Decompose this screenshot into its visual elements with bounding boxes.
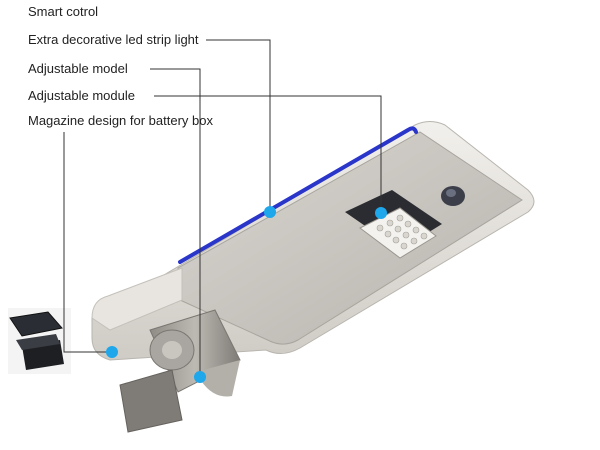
callout-led-strip: Extra decorative led strip light	[28, 32, 199, 47]
mounting-arm	[119, 309, 241, 433]
callout-dot-strip	[264, 206, 276, 218]
callout-battery-box: Magazine design for battery box	[28, 113, 213, 128]
leader-lines	[63, 39, 382, 377]
sensor-lens-icon	[441, 186, 465, 206]
solar-panel-thumbnail-icon	[8, 308, 71, 374]
callout-dot-battery	[106, 346, 118, 358]
lamp-body	[91, 121, 535, 361]
callout-dot-model	[194, 371, 206, 383]
callout-adjustable-module: Adjustable module	[28, 88, 135, 103]
led-strip-light	[178, 126, 418, 264]
callout-smart-control: Smart cotrol	[28, 4, 99, 19]
callout-dot-module	[375, 207, 387, 219]
callout-adjustable-model: Adjustable model	[28, 61, 128, 76]
